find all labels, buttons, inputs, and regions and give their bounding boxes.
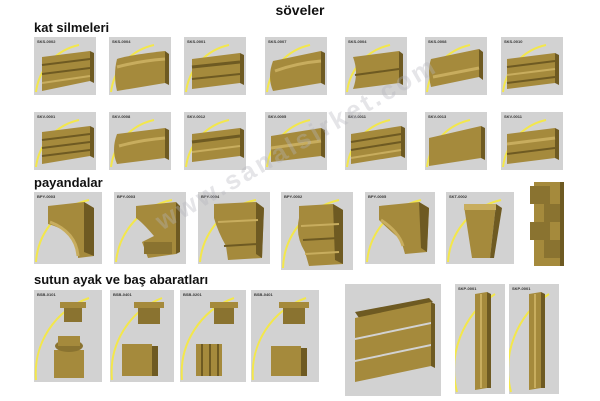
product-code: BSB-0401	[254, 292, 273, 297]
molding-tile[interactable]: SKS-0001	[184, 37, 246, 95]
corbel-icon	[35, 199, 94, 263]
crown-molding-icon	[110, 119, 169, 168]
column-base-tile[interactable]: BSB-0401	[251, 290, 319, 382]
product-code: BPY-0002	[284, 194, 303, 199]
keystone-icon	[447, 199, 502, 263]
product-code: BPY-0003	[117, 194, 136, 199]
product-code: SKV-0012	[187, 114, 206, 119]
crown-molding-icon	[426, 119, 485, 168]
crown-molding-icon	[185, 44, 244, 93]
column-block[interactable]	[526, 182, 568, 266]
product-code: BSB-0201	[183, 292, 202, 297]
section-label-payandalar: payandalar	[34, 175, 103, 190]
product-code: SKS-0004	[112, 39, 131, 44]
page-title: söveler	[275, 2, 325, 18]
product-code: BPY-0003	[37, 194, 56, 199]
molding-tile[interactable]: SKV-0005	[265, 112, 327, 170]
column-base-tile[interactable]: BSB-0201	[180, 290, 246, 382]
crown-molding-icon	[502, 44, 559, 93]
crown-molding-icon	[266, 44, 325, 93]
product-code: SKV-0011	[348, 114, 367, 119]
product-code: SKS-0001	[187, 39, 206, 44]
product-code: SKV-0011	[504, 114, 523, 119]
molding-tile[interactable]: SKV-0011	[345, 112, 407, 170]
molding-tile[interactable]: SKS-0002	[34, 37, 96, 95]
product-code: SKS-0004	[348, 39, 367, 44]
molding-tile[interactable]: SKV-0008	[109, 112, 171, 170]
product-code: SKV-0013	[428, 114, 447, 119]
product-code: SKV-0001	[37, 114, 56, 119]
crown-molding-icon	[346, 119, 405, 168]
corbel-tile[interactable]: BPY-0005	[365, 192, 435, 264]
corbel-icon	[282, 199, 343, 269]
product-code: SKV-0008	[112, 114, 131, 119]
product-code: BSB-0401	[113, 292, 132, 297]
crown-molding-icon	[426, 44, 483, 93]
column-capital-icon	[251, 297, 309, 381]
crown-molding-icon	[346, 44, 403, 93]
molding-tile[interactable]: SKS-0004	[109, 37, 171, 95]
corbel-icon	[199, 199, 264, 263]
product-code: SKS-0008	[428, 39, 447, 44]
molding-tile[interactable]: SKV-0001	[34, 112, 96, 170]
crown-molding-icon	[266, 119, 325, 168]
corbel-tile[interactable]: BPY-0004	[198, 192, 270, 264]
product-code: SKP-0001	[458, 286, 477, 291]
corbel-icon	[115, 199, 180, 263]
column-capital-icon	[34, 297, 90, 381]
product-code: BPY-0005	[368, 194, 387, 199]
column-capital-icon	[110, 297, 164, 381]
corbel-tile[interactable]: BPY-0002	[281, 192, 353, 270]
molding-tile[interactable]: SKS-0004	[345, 37, 407, 95]
column-base-tile[interactable]: BSB-0101	[34, 290, 102, 382]
panel-block[interactable]	[345, 284, 441, 396]
section-label-kat-silmeleri: kat silmeleri	[34, 20, 110, 35]
product-code: SKV-0005	[268, 114, 287, 119]
profile-tile[interactable]: SKP-0001	[455, 284, 505, 394]
pilaster-icon	[509, 292, 550, 393]
molding-tile[interactable]: SKV-0011	[501, 112, 563, 170]
corbel-tile[interactable]: BPY-0003	[114, 192, 186, 264]
corbel-tile[interactable]: SKT-0002	[446, 192, 514, 264]
crown-molding-icon	[35, 44, 94, 93]
column-base-tile[interactable]: BSB-0401	[110, 290, 174, 382]
molding-tile[interactable]: SKV-0012	[184, 112, 246, 170]
product-code: SKS-0007	[268, 39, 287, 44]
profile-tile[interactable]: SKP-0001	[509, 284, 559, 394]
product-code: SKT-0002	[449, 194, 468, 199]
molding-tile[interactable]: SKS-0010	[501, 37, 563, 95]
corbel-tile[interactable]: BPY-0003	[34, 192, 102, 264]
wall-panel-icon	[355, 298, 435, 382]
product-code: BSB-0101	[37, 292, 56, 297]
crown-molding-icon	[110, 44, 169, 93]
crown-molding-icon	[502, 119, 559, 168]
product-code: SKS-0010	[504, 39, 523, 44]
crown-molding-icon	[35, 119, 94, 168]
molding-tile[interactable]: SKS-0008	[425, 37, 487, 95]
product-code: BPY-0004	[201, 194, 220, 199]
section-label-sutun: sutun ayak ve baş abaratları	[34, 272, 209, 287]
molding-tile[interactable]: SKV-0013	[425, 112, 487, 170]
column-capital-icon	[180, 297, 238, 381]
pilaster-icon	[455, 292, 496, 393]
rusticated-column-icon	[530, 182, 564, 266]
product-code: SKS-0002	[37, 39, 56, 44]
crown-molding-icon	[185, 119, 244, 168]
corbel-icon	[366, 199, 429, 263]
product-code: SKP-0001	[512, 286, 531, 291]
molding-tile[interactable]: SKS-0007	[265, 37, 327, 95]
